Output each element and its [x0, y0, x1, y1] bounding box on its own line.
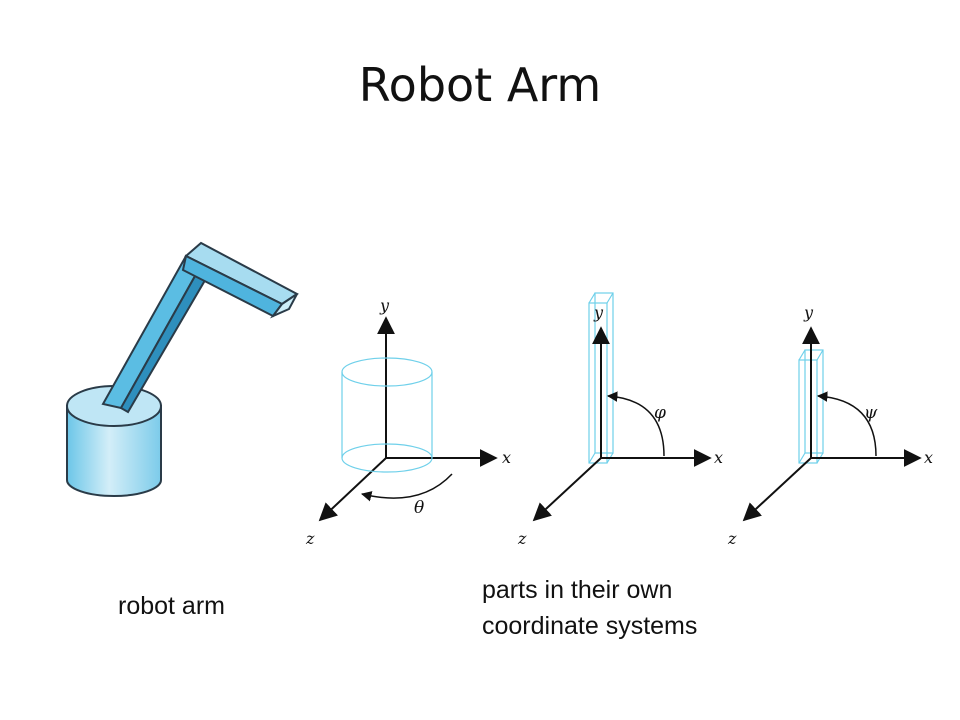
phi-label: φ [654, 403, 666, 423]
caption-line-2: coordinate systems [482, 612, 698, 640]
theta-label: θ [414, 498, 424, 518]
lower-arm-box-wireframe [588, 292, 614, 464]
robot-arm-illustration [66, 241, 299, 497]
frame2-x-label: x [714, 448, 723, 467]
frame3-z-label: z [727, 529, 737, 548]
psi-label: ψ [864, 403, 878, 423]
caption-robot-arm: robot arm [118, 592, 225, 620]
coordinate-frame-lower-arm: y x z φ [517, 292, 723, 548]
coordinate-frame-upper-arm: y x z ψ [727, 303, 933, 548]
frame3-x-label: x [924, 448, 933, 467]
frame3-y-label: y [803, 303, 814, 322]
frame1-x-label: x [502, 448, 511, 467]
frame2-y-label: y [593, 303, 604, 322]
robot-upper-arm [181, 241, 299, 319]
frame2-z-label: z [517, 529, 527, 548]
page-title: Robot Arm [358, 58, 602, 112]
base-cylinder-wireframe [341, 357, 433, 473]
frame1-y-label: y [379, 296, 390, 315]
frame1-z-label: z [305, 529, 315, 548]
caption-line-1: parts in their own [482, 576, 673, 604]
caption-coordinate-systems: parts in their own coordinate systems [482, 572, 697, 644]
coordinate-frame-base: y x z θ [305, 296, 511, 548]
robot-lower-arm [101, 254, 213, 414]
